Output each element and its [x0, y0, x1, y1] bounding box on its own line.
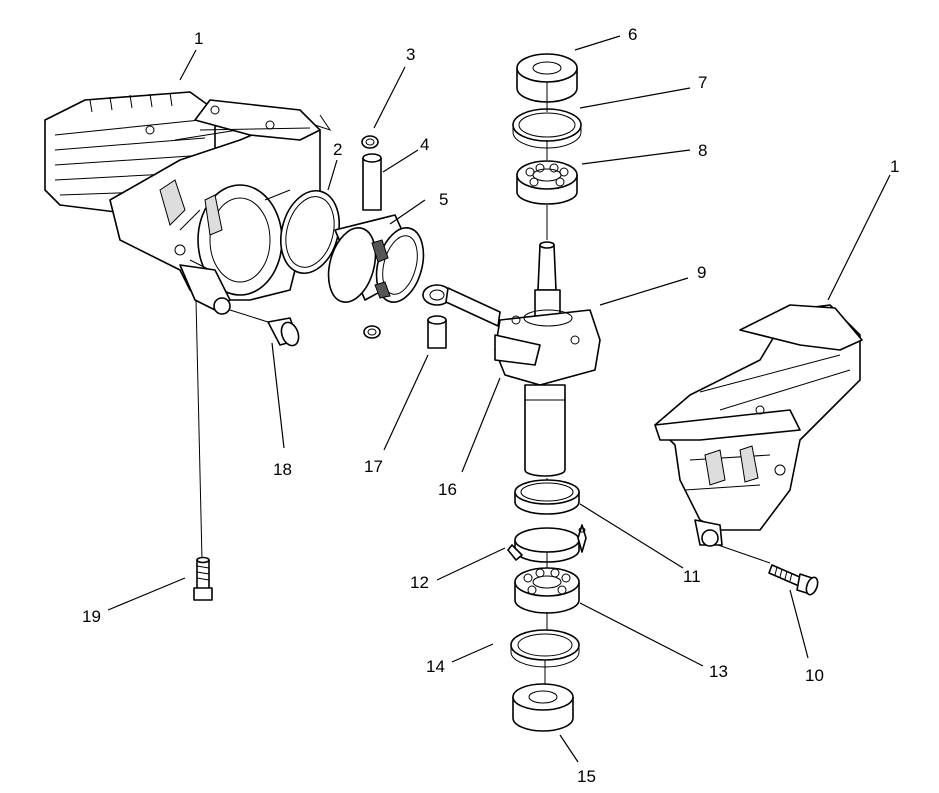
crankshaft-part-9 — [494, 241, 601, 477]
callout-10: 10 — [805, 666, 824, 685]
ball-bearing-part-8 — [516, 160, 578, 205]
crankcase-half-left — [44, 91, 332, 315]
callout-19: 19 — [82, 607, 101, 626]
callout-5: 5 — [439, 190, 448, 209]
callout-12: 12 — [410, 573, 429, 592]
callout-8: 8 — [698, 141, 707, 160]
callout-14: 14 — [426, 657, 445, 676]
callout-17: 17 — [364, 457, 383, 476]
seal-ring-part-11 — [514, 479, 580, 515]
needle-bearing-part-17 — [427, 315, 447, 349]
ball-bearing-part-13 — [514, 567, 580, 614]
callout-4: 4 — [420, 135, 429, 154]
seal-part-15 — [512, 683, 574, 732]
callout-11: 11 — [683, 567, 701, 586]
callout-9: 9 — [697, 263, 706, 282]
bushing-part-18 — [229, 309, 300, 347]
piston-ring-part-2 — [280, 189, 340, 275]
wrist-pin-part-4 — [362, 153, 382, 211]
callout-labels: 1 1 2 3 4 5 6 7 8 9 10 11 12 13 14 15 16… — [82, 25, 899, 786]
callout-1-left: 1 — [194, 29, 203, 48]
circlip-part-3 — [361, 135, 381, 339]
connecting-rod-part-16 — [422, 284, 541, 366]
callout-18: 18 — [273, 460, 292, 479]
leader-lines — [107, 35, 891, 763]
callout-7: 7 — [698, 73, 707, 92]
callout-2: 2 — [333, 140, 342, 159]
ring-part-7 — [512, 108, 582, 149]
callout-3: 3 — [406, 45, 415, 64]
callout-13: 13 — [709, 662, 728, 681]
callout-16: 16 — [438, 480, 457, 499]
callout-6: 6 — [628, 25, 637, 44]
crankcase-half-right — [654, 304, 863, 547]
screw-part-10 — [768, 564, 819, 596]
piston-part-5 — [327, 214, 425, 303]
screw-part-19 — [193, 556, 213, 601]
callout-15: 15 — [577, 767, 596, 786]
retainer-part-12 — [507, 524, 587, 563]
callout-1-right: 1 — [890, 157, 899, 176]
